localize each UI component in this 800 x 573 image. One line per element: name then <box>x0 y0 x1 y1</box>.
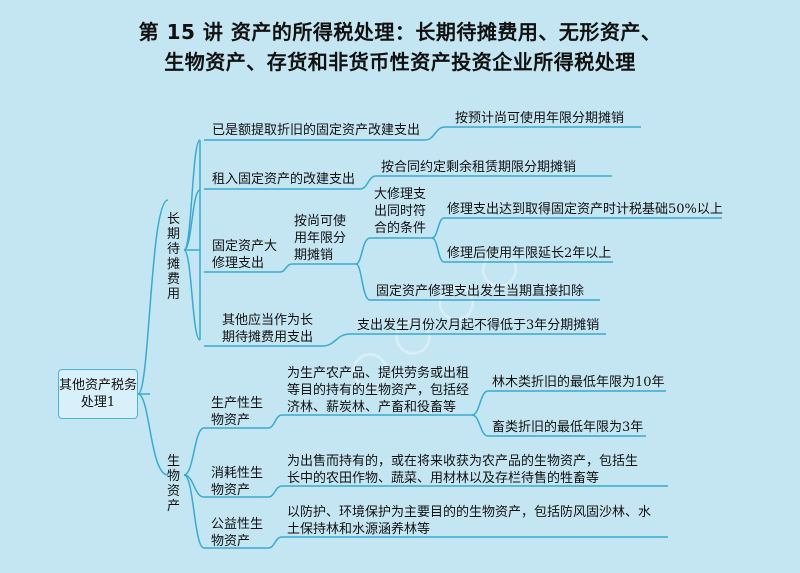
bio-item3-label: 公益性生物资产 <box>211 517 264 549</box>
bio-item1-label: 生产性生物资产 <box>211 396 264 428</box>
lt-item4-label: 其他应当作为长期待摊费用支出 <box>222 313 314 345</box>
bio-item1-detail-1: 林木类折旧的最低年限为10年 <box>492 375 665 390</box>
lt-item1-label: 已是额提取折旧的固定资产改建支出 <box>212 123 421 138</box>
page-title-line1: 第 15 讲 资产的所得税处理：长期待摊费用、无形资产、 <box>138 20 662 44</box>
bio-item3-desc: 以防护、环境保护为主要目的的生物资产，包括防风固沙林、水土保持林和水源涵养林等 <box>287 505 652 537</box>
lt-item3-method: 按尚可使用年限分期摊销 <box>294 214 347 263</box>
bio-item2-desc: 为出售而持有的，或在将来收获为农产品的生物资产，包括生长中的农田作物、蔬菜、用材… <box>287 454 639 486</box>
branch-bio-label: 生物资产 <box>167 454 181 514</box>
page-title-line2: 生物资产、存货和非货币性资产投资企业所得税处理 <box>164 50 636 74</box>
lt-item3-label: 固定资产大修理支出 <box>212 239 278 271</box>
bio-item1-desc: 为生产农产品、提供劳务或出租等目的持有的生物资产，包括经济林、薪炭林、产畜和役畜… <box>287 366 470 415</box>
lt-item4-detail: 支出发生月份次月起不得低于3年分期摊销 <box>357 318 600 333</box>
lt-item3-condition: 大修理支出同时符合的条件 <box>374 187 427 236</box>
root-node: 其他资产税务处理1 <box>58 369 138 419</box>
lt-item1-detail: 按预计尚可使用年限分期摊销 <box>455 111 625 126</box>
bio-item1-detail-2: 畜类折旧的最低年限为3年 <box>492 420 644 435</box>
lt-item2-label: 租入固定资产的改建支出 <box>212 172 356 187</box>
lt-item3-condition-1: 修理支出达到取得固定资产时计税基础50%以上 <box>447 202 723 217</box>
bio-item2-label: 消耗性生物资产 <box>211 466 264 498</box>
lt-item3-other: 固定资产修理支出发生当期直接扣除 <box>376 284 585 299</box>
branch-long-term-label: 长期待摊费用 <box>167 212 181 302</box>
lt-item2-detail: 按合同约定剩余租赁期限分期摊销 <box>381 160 577 175</box>
lt-item3-condition-2: 修理后使用年限延长2年以上 <box>447 246 612 261</box>
